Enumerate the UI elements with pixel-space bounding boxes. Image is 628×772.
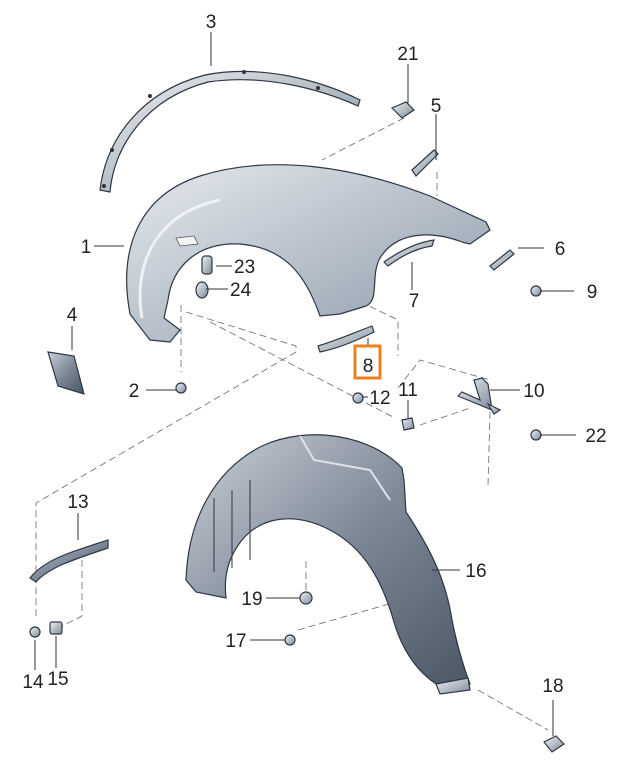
callout-22: 22: [585, 426, 606, 447]
trim-13: [29, 539, 109, 583]
callout-2: 2: [129, 381, 140, 402]
protective-pad: [47, 351, 85, 395]
callout-1: 1: [81, 237, 92, 258]
clip-23: [201, 255, 213, 275]
callout-15: 15: [47, 669, 68, 690]
nut-21: [390, 101, 415, 119]
callout-14: 14: [22, 672, 44, 693]
screw-9: [530, 285, 542, 297]
assembly-guide-lines: [35, 117, 549, 731]
callout-16: 16: [465, 561, 486, 582]
nut-12: [352, 392, 364, 404]
screw-22: [530, 429, 542, 441]
callout-highlight-box: [353, 344, 382, 380]
callout-9: 9: [587, 282, 598, 303]
callout-18: 18: [542, 676, 563, 697]
front-fender: [126, 164, 491, 343]
clip-24: [195, 281, 209, 299]
callout-23: 23: [234, 257, 255, 278]
wheel-housing-liner: [185, 434, 471, 695]
callout-17: 17: [225, 631, 246, 652]
seal-7: [383, 239, 435, 267]
callout-5: 5: [431, 96, 442, 117]
bracket-10: [456, 377, 502, 415]
screw-11: [401, 417, 415, 431]
callout-10: 10: [523, 381, 544, 402]
callout-13: 13: [67, 492, 88, 513]
callout-8: 8: [363, 356, 374, 377]
callout-labels: 3 21 5 1 23 24 4 6 7 9 8 10 11 12 22 2 1…: [22, 12, 606, 697]
seal-6: [489, 249, 515, 271]
clip-15: [49, 621, 63, 635]
callout-12: 12: [369, 388, 390, 409]
callout-24: 24: [230, 280, 252, 301]
callout-6: 6: [555, 239, 566, 260]
callout-19: 19: [241, 589, 262, 610]
callout-11: 11: [398, 380, 418, 401]
seal-8: [317, 325, 375, 353]
wheel-arch-trim-strip: [99, 70, 361, 193]
callout-21: 21: [397, 44, 418, 65]
callout-7: 7: [409, 291, 420, 312]
screw-2: [175, 382, 187, 394]
nut-18: [543, 735, 565, 753]
screw-19: [299, 591, 313, 605]
screw-17: [284, 634, 296, 646]
callout-4: 4: [67, 305, 78, 326]
seal-strip-5: [411, 149, 439, 177]
leader-lines: [34, 32, 576, 736]
callout-3: 3: [206, 12, 217, 33]
screw-14: [29, 626, 41, 638]
